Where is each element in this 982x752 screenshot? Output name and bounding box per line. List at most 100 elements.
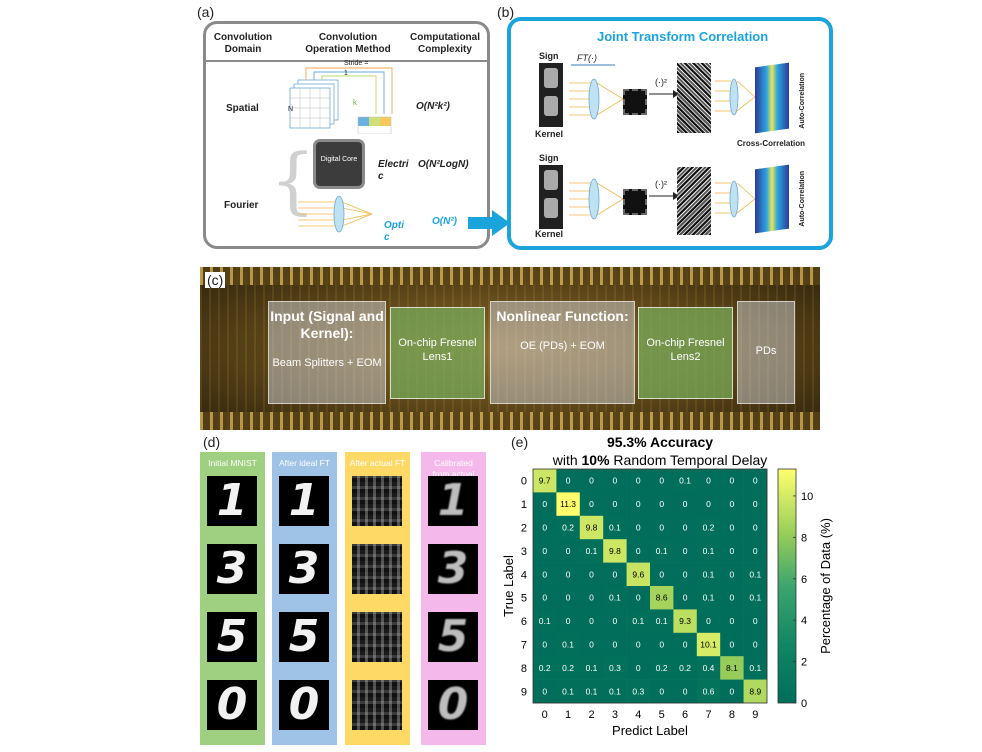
colorbar-tick-label: 6	[801, 574, 807, 586]
heatmap-cell	[673, 492, 698, 517]
heatmap-cell-value: 0	[542, 499, 547, 509]
heatmap-cell	[673, 469, 698, 493]
nonlinear-block-title: Nonlinear Function:	[496, 308, 629, 324]
heatmap-cell-value: 9.6	[632, 569, 644, 579]
lens-icon-top-2	[715, 78, 755, 116]
chart-title: 95.3% Accuracy	[607, 434, 713, 450]
heatmap-cell	[650, 609, 674, 634]
y-tick-label: 3	[521, 546, 527, 558]
heatmap-cell	[533, 632, 557, 657]
fourier-brace: {	[270, 138, 316, 222]
heatmap-cell-value: 0	[566, 616, 571, 626]
heatmap-cell-value: 0	[683, 499, 688, 509]
heatmap-cell	[579, 492, 604, 517]
y-tick-label: 5	[521, 593, 527, 605]
heatmap-cell	[603, 562, 627, 587]
heatmap-cell	[650, 562, 674, 587]
film-icon-top	[623, 89, 647, 115]
heatmap-cell-value: 0	[636, 523, 641, 533]
heatmap-cell	[626, 632, 651, 657]
panel-label-e: (e)	[511, 434, 529, 450]
mnist-digit-tile: 1	[279, 476, 329, 526]
lens-icon-bottom-2	[715, 180, 755, 218]
colorbar-tick-label: 4	[801, 615, 807, 627]
heatmap-cell	[579, 586, 604, 610]
k-label: k	[353, 98, 357, 107]
heatmap-cell	[533, 539, 557, 563]
fresnel-lens1-label: On-chip Fresnel Lens1	[398, 337, 477, 363]
mnist-digit-tile	[352, 544, 402, 594]
y-tick-label: 1	[521, 499, 527, 511]
heatmap-cell-value: 8.6	[656, 593, 668, 603]
heatmap-cell	[603, 586, 627, 610]
heatmap-cell-value: 0.1	[703, 569, 715, 579]
mnist-digit-tile: 1	[428, 476, 478, 526]
heatmap-cell-value: 8.1	[726, 663, 738, 673]
heatmap-cell	[650, 679, 674, 704]
heatmap-cell-value: 0.2	[656, 663, 668, 673]
heatmap-cell	[556, 679, 581, 704]
heatmap-cell-value: 11.3	[560, 499, 576, 509]
heatmap-cell	[720, 656, 744, 680]
heatmap-cell	[579, 632, 604, 657]
heatmap-cell-value: 9.3	[679, 616, 691, 626]
heatmap-cell-value: 0	[706, 476, 711, 486]
heatmap-cell	[533, 586, 557, 610]
heatmap-cell	[743, 679, 768, 704]
mnist-digit-tile: 3	[279, 544, 329, 594]
heatmap-cell	[533, 492, 557, 517]
heatmap-cell-value: 0.1	[562, 686, 574, 696]
spatial-label: Spatial	[226, 103, 259, 114]
heatmap-cell	[626, 656, 651, 680]
x-tick-label: 2	[588, 709, 594, 721]
heatmap-cell-value: 0	[589, 593, 594, 603]
n-label: N	[288, 106, 294, 113]
heatmap-cell	[579, 609, 604, 634]
x-tick-label: 3	[612, 709, 618, 721]
heatmap-cell-value: 0	[730, 546, 735, 556]
y-tick-label: 2	[521, 523, 527, 535]
cross-correlation-label: Cross-Correlation	[737, 139, 806, 148]
heatmap-cell-value: 0	[542, 640, 547, 650]
heatmap-cell-value: 0	[542, 686, 547, 696]
heatmap-cell-value: 0	[730, 476, 735, 486]
heatmap-cell	[696, 679, 721, 704]
heatmap-cell	[626, 492, 651, 517]
digital-core-chip: Digital Core	[316, 142, 362, 186]
heatmap-cell-value: 0.1	[586, 663, 598, 673]
heatmap-cell-value: 0	[589, 476, 594, 486]
heatmap-cell	[603, 539, 627, 563]
heatmap-cell-value: 0	[706, 616, 711, 626]
heatmap-cell	[626, 586, 651, 610]
heatmap-cell-value: 9.7	[539, 476, 551, 486]
column-header-ideal-ft: After ideal FT	[278, 458, 331, 468]
input-block-title: Input (Signal and Kernel):	[270, 308, 384, 341]
sign-label-top: Sign	[539, 51, 559, 61]
heatmap-cell	[603, 492, 627, 517]
jtc-title: Joint Transform Correlation	[597, 29, 769, 44]
heatmap-cell	[720, 562, 744, 587]
chip-bottom-pads	[200, 412, 820, 430]
heatmap-cell	[626, 469, 651, 493]
mnist-digit-glyph: 3	[288, 543, 320, 594]
heatmap-cell-value: 0.3	[632, 686, 644, 696]
heatmap-cell-value: 0.2	[703, 523, 715, 533]
heatmap-cell	[650, 515, 674, 540]
mnist-digit-glyph: 3	[437, 543, 469, 594]
y-tick-label: 6	[521, 616, 527, 628]
heatmap-cell	[603, 469, 627, 493]
heatmap-cell-value: 0.1	[749, 569, 761, 579]
mnist-digit-glyph: 0	[216, 679, 248, 730]
heatmap-cell-value: 0	[636, 663, 641, 673]
mnist-digit-tile: 5	[207, 612, 257, 662]
square-label-bottom: (·)²	[655, 179, 667, 189]
fourier-label: Fourier	[224, 200, 259, 211]
heatmap-cell	[603, 632, 627, 657]
lens-icon-bottom	[569, 178, 624, 220]
heatmap-cell	[579, 679, 604, 704]
heatmap-cell-value: 0.1	[539, 616, 551, 626]
electric-complexity: O(N²LogN)	[418, 159, 469, 170]
heatmap-cell-value: 0	[613, 640, 618, 650]
heatmap-cell-value: 9.8	[609, 546, 621, 556]
